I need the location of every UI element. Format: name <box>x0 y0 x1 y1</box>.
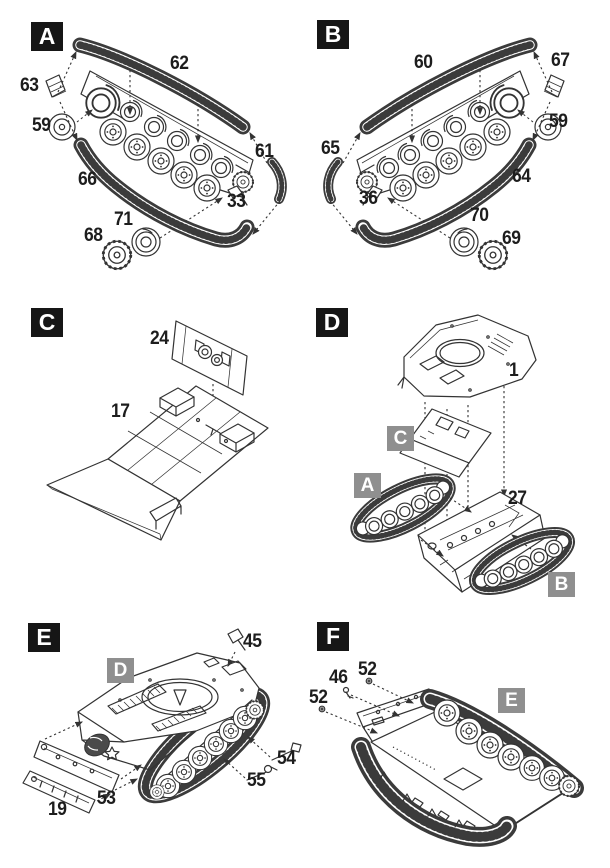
part-number-68: 68 <box>84 225 103 246</box>
part-number-69: 69 <box>502 228 521 249</box>
part-number-27: 27 <box>508 488 527 509</box>
part-number-59b: 59 <box>549 111 568 132</box>
assembly-ref-d: D <box>107 658 134 683</box>
part-number-24: 24 <box>150 328 169 349</box>
part-number-46: 46 <box>329 667 348 688</box>
part-number-52b: 52 <box>309 687 328 708</box>
part-number-71: 71 <box>114 209 133 230</box>
part-number-55: 55 <box>247 770 266 791</box>
part-number-52a: 52 <box>358 659 377 680</box>
step-label-b: B <box>317 20 349 49</box>
part-number-61: 61 <box>255 141 274 162</box>
part-number-33: 33 <box>227 191 246 212</box>
step-label-d: D <box>316 308 348 337</box>
part-number-65: 65 <box>321 138 340 159</box>
part-number-60: 60 <box>414 52 433 73</box>
assembly-ref-b: B <box>548 572 575 597</box>
part-number-63: 63 <box>20 75 39 96</box>
assembly-ref-e: E <box>498 688 525 713</box>
part-number-70: 70 <box>470 205 489 226</box>
part-number-17: 17 <box>111 401 130 422</box>
part-number-54: 54 <box>277 748 296 769</box>
part-number-59: 59 <box>32 115 51 136</box>
step-label-c: C <box>31 308 63 337</box>
part-number-64: 64 <box>512 166 531 187</box>
part-number-62: 62 <box>170 53 189 74</box>
part-number-67: 67 <box>551 50 570 71</box>
part-number-1: 1 <box>509 360 519 381</box>
part-number-45: 45 <box>243 631 262 652</box>
assembly-ref-a: A <box>354 473 381 498</box>
step-label-e: E <box>28 623 60 652</box>
part-number-66: 66 <box>78 169 97 190</box>
step-label-a: A <box>31 22 63 51</box>
assembly-ref-c: C <box>387 426 414 451</box>
step-label-f: F <box>317 622 349 651</box>
part-number-36: 36 <box>359 188 378 209</box>
part-number-19: 19 <box>48 799 67 820</box>
part-number-53: 53 <box>97 788 116 809</box>
